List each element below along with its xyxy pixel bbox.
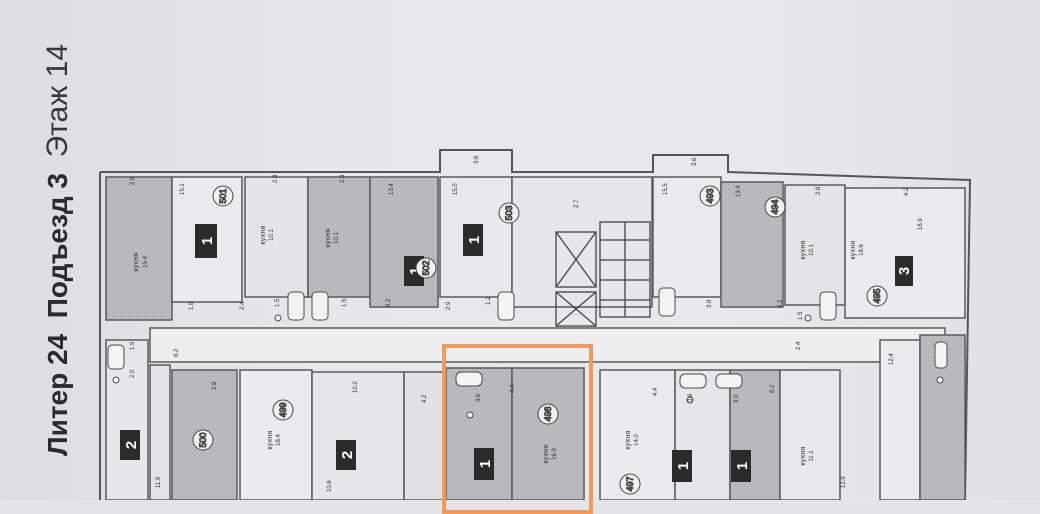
svg-text:3.6: 3.6 [476, 393, 482, 402]
svg-text:2.8: 2.8 [816, 186, 822, 195]
svg-text:13.4: 13.4 [389, 183, 395, 195]
svg-text:кухня: кухня [133, 252, 140, 271]
svg-text:1: 1 [477, 460, 494, 468]
svg-text:8.2: 8.2 [174, 348, 180, 357]
badge-503: 1 [463, 224, 483, 256]
svg-text:2.4: 2.4 [240, 301, 246, 310]
svg-text:10.1: 10.1 [269, 229, 275, 241]
svg-text:4.4: 4.4 [510, 384, 516, 393]
upper-apartments [105, 176, 966, 321]
svg-text:503: 503 [504, 205, 514, 220]
floor-plan-drawing: 1 1 1 3 2 2 1 1 1 501 502 503 493 494 49… [99, 149, 972, 500]
svg-text:500: 500 [198, 432, 208, 447]
svg-text:1.2: 1.2 [486, 296, 492, 305]
svg-text:кухня: кухня [800, 240, 807, 259]
selected-apartment-highlight[interactable] [442, 344, 593, 514]
svg-text:18.6: 18.6 [859, 244, 865, 256]
svg-text:1: 1 [675, 462, 692, 470]
svg-text:495: 495 [872, 288, 882, 303]
svg-text:4.4: 4.4 [653, 387, 659, 396]
svg-text:2.7: 2.7 [574, 199, 580, 208]
svg-text:2: 2 [123, 441, 140, 449]
svg-text:2.0: 2.0 [130, 369, 136, 378]
area-labels: 2.6 15.1 2.8 2.8 13.4 15.5 3.6 2.7 15.5 … [130, 155, 924, 492]
svg-text:10.1: 10.1 [334, 232, 340, 244]
svg-text:8.2: 8.2 [770, 384, 776, 393]
svg-text:11.1: 11.1 [809, 450, 815, 462]
badge-500: 2 [120, 430, 140, 460]
svg-text:493: 493 [705, 188, 715, 203]
svg-text:2.8: 2.8 [340, 174, 346, 183]
badge-497: 1 [672, 450, 692, 482]
svg-text:кухня: кухня [260, 225, 267, 244]
svg-text:15.5: 15.5 [453, 183, 459, 195]
svg-text:12.9: 12.9 [841, 476, 847, 488]
svg-text:497: 497 [625, 476, 635, 491]
outer-walls [99, 149, 972, 500]
svg-text:9.2: 9.2 [386, 298, 392, 307]
badge-495: 3 [895, 256, 913, 286]
svg-text:3.6: 3.6 [474, 155, 480, 164]
svg-text:кухня: кухня [267, 430, 274, 449]
svg-text:1: 1 [466, 236, 483, 244]
svg-text:13.4: 13.4 [736, 185, 742, 197]
svg-text:3.6: 3.6 [688, 393, 694, 402]
svg-text:12.4: 12.4 [889, 353, 895, 365]
badge-496: 1 [731, 450, 751, 482]
svg-text:2.8: 2.8 [212, 381, 218, 390]
svg-text:1.5: 1.5 [275, 298, 281, 307]
badge-501: 1 [195, 224, 217, 258]
svg-text:498: 498 [543, 406, 553, 421]
svg-text:10.6: 10.6 [327, 480, 333, 492]
svg-text:10.1: 10.1 [809, 244, 815, 256]
svg-text:2.8: 2.8 [273, 174, 279, 183]
svg-text:494: 494 [770, 199, 780, 214]
svg-text:кухня: кухня [850, 240, 857, 259]
svg-text:кухня: кухня [625, 430, 632, 449]
svg-text:2.4: 2.4 [796, 341, 802, 350]
svg-text:2: 2 [339, 451, 356, 459]
svg-text:499: 499 [278, 402, 288, 417]
svg-text:4.2: 4.2 [904, 187, 910, 196]
svg-text:11.9: 11.9 [156, 476, 162, 488]
svg-text:2.6: 2.6 [130, 176, 136, 185]
svg-text:9.2: 9.2 [778, 299, 784, 308]
svg-text:кухня: кухня [543, 444, 550, 463]
svg-text:3: 3 [896, 267, 913, 275]
svg-text:1.8: 1.8 [189, 301, 195, 310]
svg-text:16.9: 16.9 [552, 448, 558, 460]
svg-text:4.2: 4.2 [422, 394, 428, 403]
svg-text:15.4: 15.4 [143, 256, 149, 268]
svg-text:18.4: 18.4 [276, 434, 282, 446]
svg-text:2.9: 2.9 [446, 301, 452, 310]
kitchen-labels: кухня 15.4 кухня 10.1 кухня 10.1 кухня 1… [133, 225, 865, 465]
svg-text:10.2: 10.2 [353, 381, 359, 393]
svg-text:3.9: 3.9 [707, 299, 713, 308]
badge-499: 2 [336, 440, 356, 470]
svg-text:15.1: 15.1 [180, 183, 186, 195]
svg-text:502: 502 [421, 260, 431, 275]
svg-text:1.9: 1.9 [130, 341, 136, 350]
stairs-elevators [555, 221, 651, 327]
svg-text:1: 1 [199, 237, 216, 245]
svg-text:1: 1 [734, 462, 751, 470]
bathrooms [107, 287, 948, 419]
svg-text:1: 1 [407, 267, 424, 275]
svg-text:14.0: 14.0 [634, 434, 640, 446]
svg-text:кухня: кухня [325, 228, 332, 247]
apartment-numbers: 501 502 503 493 494 495 500 499 498 497 [192, 185, 888, 495]
svg-text:кухня: кухня [800, 446, 807, 465]
svg-text:501: 501 [218, 188, 228, 203]
svg-text:18.9: 18.9 [918, 218, 924, 230]
svg-text:3.6: 3.6 [692, 157, 698, 166]
svg-text:1.5: 1.5 [798, 311, 804, 320]
svg-text:15.5: 15.5 [663, 183, 669, 195]
badge-498: 1 [474, 448, 494, 480]
svg-text:1.5: 1.5 [342, 298, 348, 307]
svg-text:3.0: 3.0 [734, 394, 740, 403]
lower-apartments [105, 334, 966, 500]
